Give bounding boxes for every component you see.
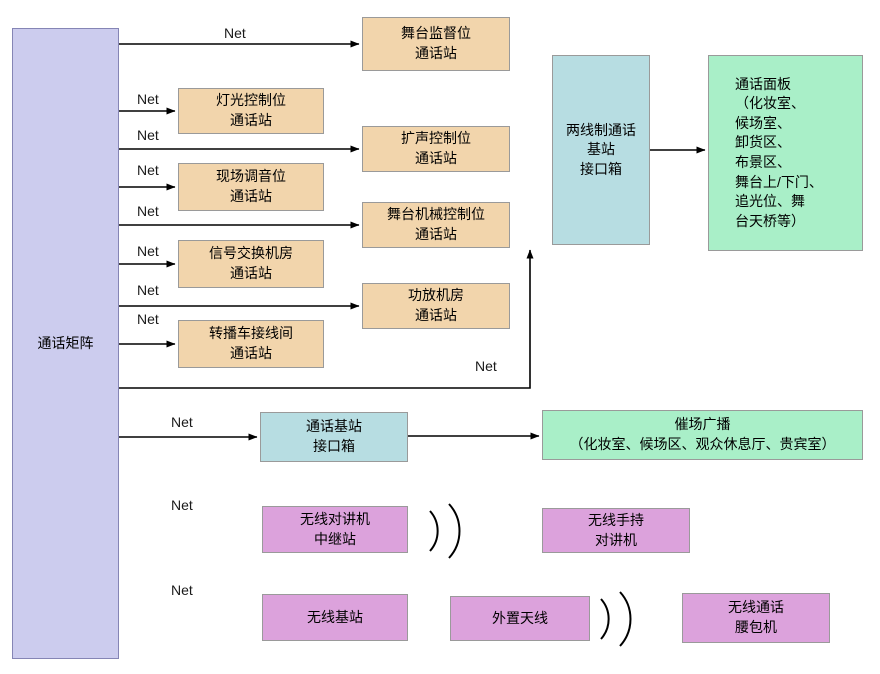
node-matrix: 通话矩阵 <box>12 28 119 659</box>
node-stage-supervisor-station: 舞台监督位 通话站 <box>362 17 510 71</box>
net-label: Net <box>137 162 159 178</box>
node-stage-machinery-station: 舞台机械控制位 通话站 <box>362 202 510 248</box>
wireless-signal-icon <box>619 591 632 647</box>
node-broadcast-van-station: 转播车接线间 通话站 <box>178 320 324 368</box>
wireless-signal-icon <box>429 510 439 552</box>
node-lighting-control-station: 灯光控制位 通话站 <box>178 88 324 134</box>
net-label: Net <box>171 414 193 430</box>
net-label: Net <box>137 243 159 259</box>
node-wireless-base-station: 无线基站 <box>262 594 408 641</box>
net-label: Net <box>137 282 159 298</box>
net-label: Net <box>137 91 159 107</box>
node-signal-exchange-station: 信号交换机房 通话站 <box>178 240 324 288</box>
node-external-antenna: 外置天线 <box>450 596 590 641</box>
net-label: Net <box>224 25 246 41</box>
node-live-mixing-station: 现场调音位 通话站 <box>178 163 324 211</box>
wireless-signal-icon <box>448 503 461 559</box>
node-intercom-panels: 通话面板 （化妆室、 候场室、 卸货区、 布景区、 舞台上/下门、 追光位、舞 … <box>708 55 863 251</box>
wireless-signal-icons <box>429 503 632 647</box>
net-label: Net <box>475 358 497 374</box>
node-amplifier-room-station: 功放机房 通话站 <box>362 283 510 329</box>
node-wireless-beltpack: 无线通话 腰包机 <box>682 593 830 643</box>
node-two-wire-interface-box: 两线制通话 基站 接口箱 <box>552 55 650 245</box>
net-label: Net <box>171 582 193 598</box>
arrow-matrix-to-twowire <box>119 249 534 389</box>
node-base-interface-box: 通话基站 接口箱 <box>260 412 408 462</box>
net-label: Net <box>171 497 193 513</box>
node-wireless-handheld: 无线手持 对讲机 <box>542 508 690 553</box>
node-wireless-relay-station: 无线对讲机 中继站 <box>262 506 408 553</box>
wireless-signal-icon <box>600 598 610 640</box>
node-cue-broadcast: 催场广播 （化妆室、候场区、观众休息厅、贵宾室） <box>542 410 863 460</box>
net-arrows <box>119 40 706 441</box>
net-label: Net <box>137 311 159 327</box>
net-label: Net <box>137 127 159 143</box>
net-label: Net <box>137 203 159 219</box>
node-pa-control-station: 扩声控制位 通话站 <box>362 126 510 172</box>
